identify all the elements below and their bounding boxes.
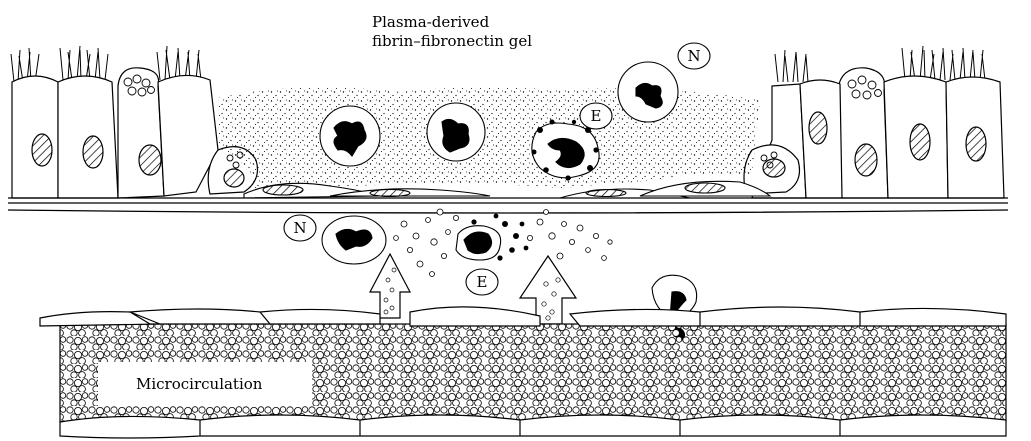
microcirculation-label: Microcirculation	[136, 375, 263, 393]
nucleus	[224, 169, 244, 187]
nucleus	[139, 145, 161, 175]
gel-label-line2: fibrin–fibronectin gel	[372, 32, 532, 50]
goblet-cell	[838, 68, 888, 198]
nucleus	[966, 127, 986, 161]
neutrophil-label-top: N	[678, 43, 710, 69]
eosinophil-label-top: E	[580, 103, 612, 129]
plasma-exudate-particles	[394, 209, 613, 277]
columnar-cell	[12, 76, 58, 198]
svg-text:N: N	[687, 47, 700, 65]
columnar-cell	[58, 76, 118, 198]
neutrophil-label-lower: N	[284, 215, 316, 241]
gel-label-line1: Plasma-derived	[372, 13, 490, 31]
microcirculation-vessel	[40, 307, 1006, 438]
fibrin-gel	[218, 87, 760, 192]
right-epithelium	[744, 46, 1004, 198]
svg-text:E: E	[477, 273, 488, 291]
nucleus	[32, 134, 52, 166]
basement-membrane	[8, 198, 1008, 213]
endothelium-upper	[40, 307, 1006, 326]
goblet-cell	[118, 68, 164, 198]
svg-text:N: N	[293, 219, 306, 237]
nucleus	[763, 159, 785, 177]
nucleus	[855, 144, 877, 176]
nucleus	[809, 112, 827, 144]
nucleus	[83, 136, 103, 168]
eosinophil-label-lower: E	[466, 269, 498, 295]
nucleus	[910, 124, 930, 160]
svg-text:E: E	[591, 107, 602, 125]
